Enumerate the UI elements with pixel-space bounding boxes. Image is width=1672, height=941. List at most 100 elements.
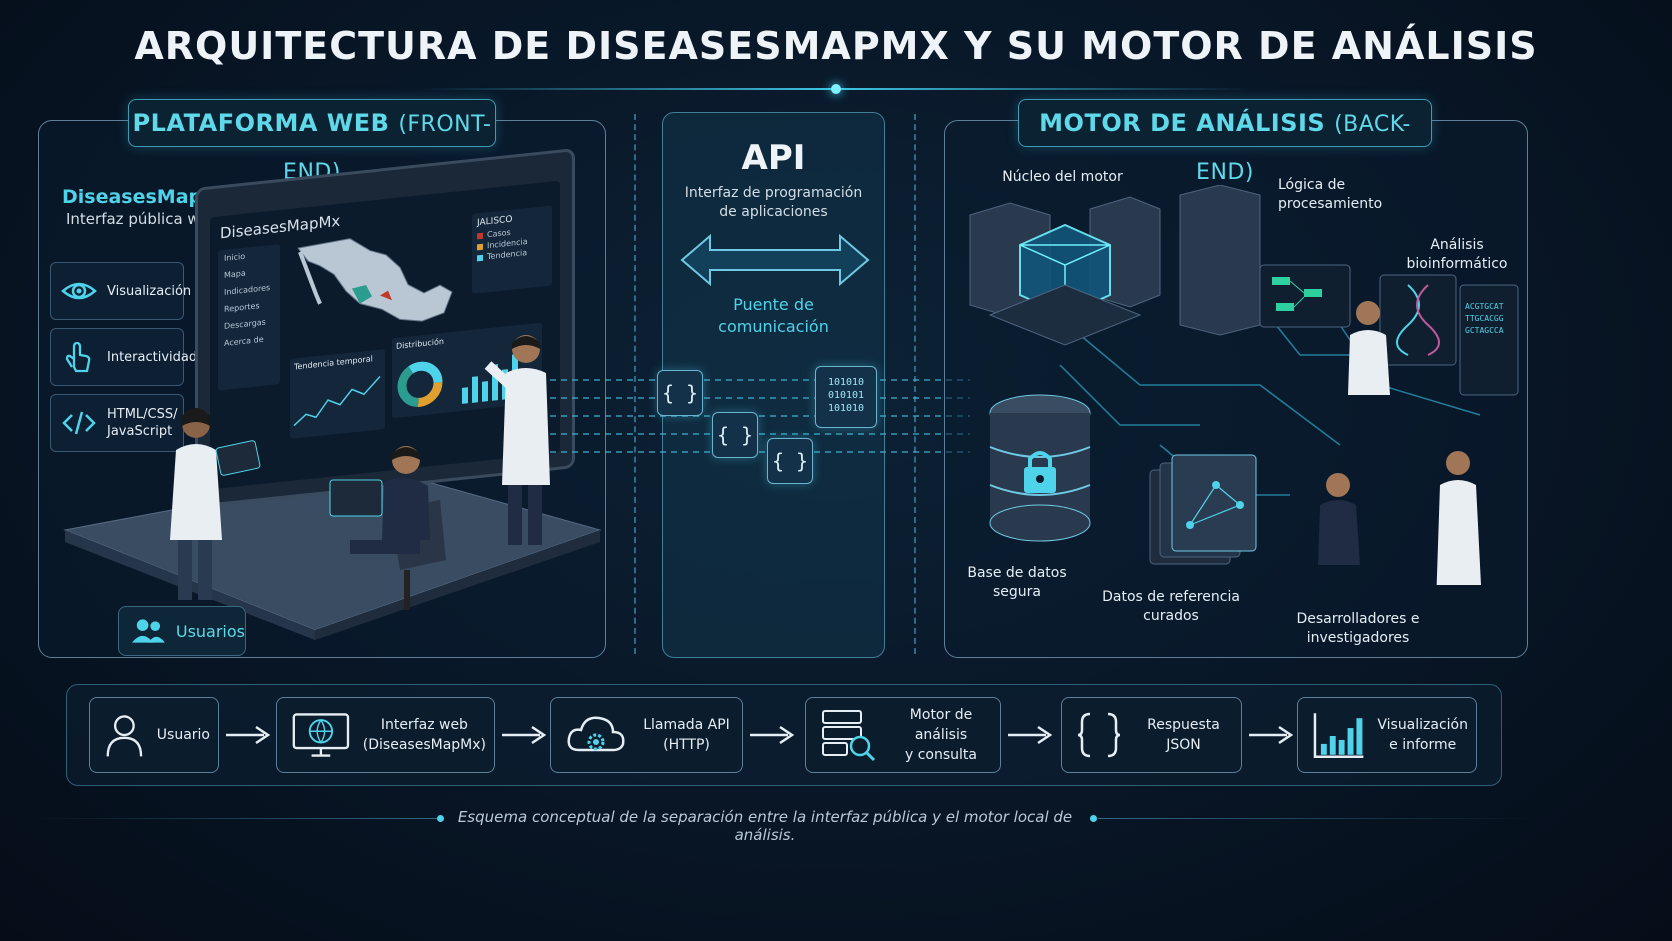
data-stream-lines [550,379,970,453]
label-line: Desarrolladores e [1296,611,1420,627]
code-icon [62,411,96,435]
flow-line: Usuario [156,727,210,743]
dna-text-line: GCTAGCCA [1465,326,1504,335]
feature-visualizacion: Visualización [50,262,191,320]
brand-subtitle: Interfaz pública web [66,210,219,228]
researcher-pointing [484,335,550,545]
brand-name: DiseasesMapMx [62,186,234,208]
binary-line: 101010 [827,403,865,414]
cloud-gear-icon [567,716,625,752]
api-title: API [741,138,806,178]
feature-label: HTML/CSS/ JavaScript [107,407,178,439]
map-legend: JALISCO Casos Incidencia Tendencia [472,205,552,294]
separator-left [634,114,636,654]
backend-heading-sub: (BACK-END) [1196,112,1411,185]
database-lock-icon [989,394,1091,542]
researcher-with-tablet [170,408,261,600]
json-chip: { } [712,412,758,458]
caption-rule-left [30,818,440,819]
flow-line: Llamada API [643,717,730,733]
feature-interactividad: Interactividad [50,328,197,386]
braces-icon [1077,712,1121,758]
server-search-icon [822,710,876,762]
feature-label: Interactividad [107,349,198,365]
label-line: Datos de referencia [1102,589,1240,605]
reference-data-folders-icon [1149,454,1257,565]
flow-line: Interfaz web [380,717,468,733]
bar-chart-icon [1313,713,1364,758]
users-label: Usuarios [175,621,245,641]
bridge-label: Puente de comunicación [662,294,885,338]
binary-line: 101010 [827,377,865,388]
eye-icon [61,282,97,300]
flow-step-label: Llamada API (HTTP) [639,715,742,755]
flow-step-interfaz-web: Interfaz web (DiseasesMapMx) [276,697,495,773]
flow-line: Respuesta JSON [1147,717,1220,753]
json-chip: { } [657,370,703,416]
bridge-label-line: comunicación [718,317,829,336]
trend-line [293,376,381,427]
label-ref: Datos de referencia curados [1096,588,1246,626]
arrow-right-icon [1249,725,1294,745]
dna-text-line: TTGCACGG [1465,314,1504,323]
label-line: Base de datos [967,565,1067,581]
label-bio: Análisis bioinformático [1402,236,1512,274]
binary-chip: 101010 010101 101010 [815,366,877,428]
flow-line: (HTTP) [663,737,710,753]
feature-code: HTML/CSS/ JavaScript [50,394,184,452]
flow-step-label: Motor de análisis y consulta [890,705,1000,765]
json-chip: { } [767,438,813,484]
processing-monitor-icon [1259,264,1351,328]
caption-dot [437,815,444,822]
users-icon [131,619,165,643]
api-subtitle: Interfaz de programación de aplicaciones [662,184,885,222]
label-line: procesamiento [1278,196,1383,212]
user-icon [106,715,143,757]
flow-line: e informe [1389,737,1457,753]
label-line: segura [992,584,1041,600]
backend-heading: MOTOR DE ANÁLISIS (BACK-END) [1018,99,1432,185]
backend-heading-main: MOTOR DE ANÁLISIS [1039,109,1326,137]
hand-pointer-icon [65,341,91,373]
label-logic: Lógica de procesamiento [1278,176,1398,214]
flow-line: (DiseasesMapMx) [362,737,486,753]
flow-step-respuesta-json: Respuesta JSON [1061,697,1242,773]
page-title: ARQUITECTURA DE DISEASESMAPMX Y SU MOTOR… [134,24,1538,68]
api-subtitle-line: Interfaz de programación [684,185,863,201]
arrow-right-icon [502,725,547,745]
flow-line: Visualización [1377,717,1468,733]
caption-dot [1090,815,1097,822]
flow-step-label: Usuario [157,725,218,745]
label-core: Núcleo del motor [1002,169,1123,185]
bioinformatics-monitors-icon: ACGTGCAT TTGCACGG GCTAGCCA [1379,274,1519,396]
caption-rule-right [1098,818,1538,819]
arrow-right-icon [750,725,795,745]
developer-at-laptop [329,446,446,610]
arrow-right-icon [226,725,271,745]
mexico-map[interactable] [290,217,460,345]
backend-illustration: ACGTGCAT TTGCACGG GCTAGCCA [969,185,1519,585]
backend-researchers [1318,301,1481,585]
flow-step-usuario: Usuario [89,697,219,773]
globe-monitor-icon [292,713,350,757]
dna-text-line: ACGTGCAT [1465,302,1504,311]
frontend-heading-main: PLATAFORMA WEB [132,109,390,137]
label-line: curados [1143,608,1199,624]
engine-core-cube-icon [988,223,1142,346]
flow-step-motor: Motor de análisis y consulta [805,697,1001,773]
frontend-heading: PLATAFORMA WEB (FRONT-END) [128,99,496,185]
bidirectional-arrow-icon [680,233,870,287]
flow-step-llamada-api: Llamada API (HTTP) [550,697,743,773]
bridge-label-line: Puente de [733,295,814,314]
flow-line: y consulta [905,747,977,763]
trend-chart: Tendencia temporal [290,349,385,439]
flow-step-label: Visualización e informe [1377,715,1476,755]
label-line: Lógica de [1278,177,1346,193]
title-divider-dot [831,84,841,94]
label-line: Análisis [1430,237,1484,253]
feature-label: Visualización [107,283,192,299]
users-badge: Usuarios [118,606,246,656]
label-db: Base de datos segura [958,564,1076,602]
flow-step-visualizacion: Visualización e informe [1297,697,1477,773]
arrow-right-icon [1008,725,1053,745]
